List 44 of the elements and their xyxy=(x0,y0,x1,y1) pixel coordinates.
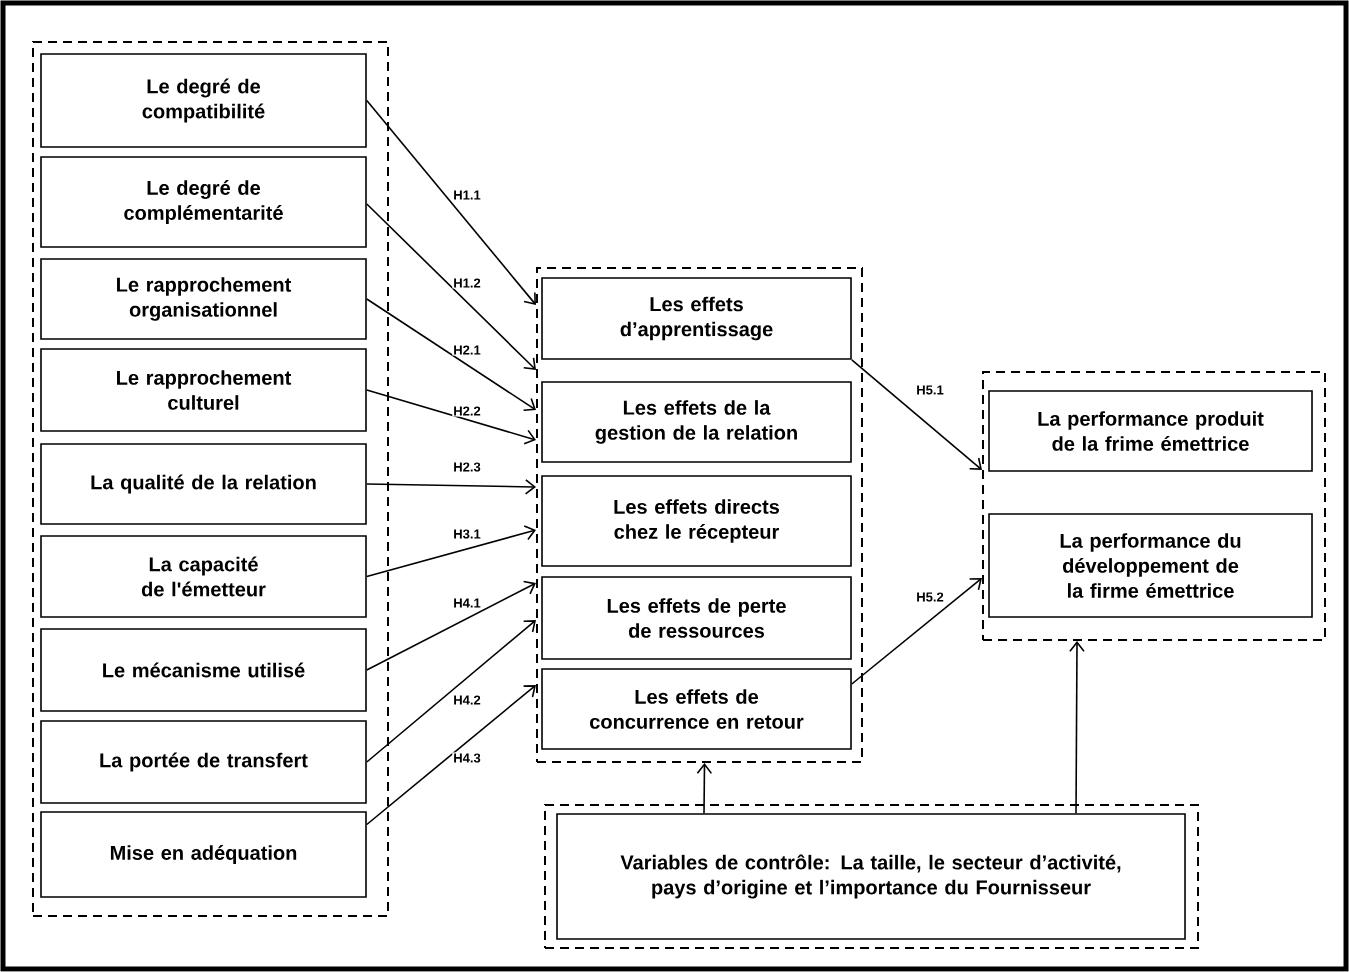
hypothesis-label: H4.3 xyxy=(452,752,482,764)
hypothesis-label: H1.2 xyxy=(452,277,482,289)
arrow xyxy=(366,298,536,411)
arrow xyxy=(366,620,536,763)
arrow xyxy=(366,525,536,578)
dashed-group-frame xyxy=(536,267,863,763)
arrow xyxy=(366,580,536,671)
hypothesis-label: H2.2 xyxy=(452,405,482,417)
arrow xyxy=(696,763,713,814)
variable-box: Les effets de la gestion de la relation xyxy=(541,381,852,463)
variable-box: Le degré de complémentarité xyxy=(40,156,367,248)
arrow xyxy=(366,389,536,445)
variable-box: La portée de transfert xyxy=(40,720,367,804)
variable-box: Les effets d’apprentissage xyxy=(541,277,852,360)
variable-box: Mise en adéquation xyxy=(40,811,367,898)
control-variables-box: Variables de contrôle: La taille, le secteur d’activité, pays d’origine et l’importance du Fournisseur xyxy=(556,813,1186,940)
variable-box: Le mécanisme utilisé xyxy=(40,628,367,712)
variable-box: Le rapprochement culturel xyxy=(40,348,367,432)
variable-box: Le degré de compatibilité xyxy=(40,53,367,148)
dashed-group-frame xyxy=(982,371,1326,641)
variable-box: Les effets directs chez le récepteur xyxy=(541,475,852,567)
variable-box: La performance du développement de la firme émettrice xyxy=(988,513,1313,618)
hypothesis-label: H2.3 xyxy=(452,461,482,473)
dashed-group-frame xyxy=(32,41,389,917)
dashed-group-frame xyxy=(544,804,1199,949)
hypothesis-label: H2.1 xyxy=(452,344,482,356)
hypothesis-label: H5.1 xyxy=(915,384,945,396)
hypothesis-label: H3.1 xyxy=(452,528,482,540)
hypothesis-label: H5.2 xyxy=(915,591,945,603)
arrow xyxy=(851,359,982,470)
variable-box: Les effets de perte de ressources xyxy=(541,576,852,660)
hypothesis-label: H1.1 xyxy=(452,189,482,201)
variable-box: La qualité de la relation xyxy=(40,443,367,525)
arrow xyxy=(366,203,536,370)
variable-box: Les effets de concurrence en retour xyxy=(541,668,852,750)
variable-box: Le rapprochement organisationnel xyxy=(40,258,367,340)
arrow xyxy=(366,479,536,495)
hypothesis-label: H4.1 xyxy=(452,597,482,609)
arrow xyxy=(851,578,982,685)
arrow xyxy=(366,685,536,826)
variable-box: La performance produit de la frime émettrice xyxy=(988,390,1313,472)
arrow xyxy=(1069,641,1085,814)
hypothesis-label: H4.2 xyxy=(452,694,482,706)
variable-box: La capacité de l'émetteur xyxy=(40,535,367,618)
